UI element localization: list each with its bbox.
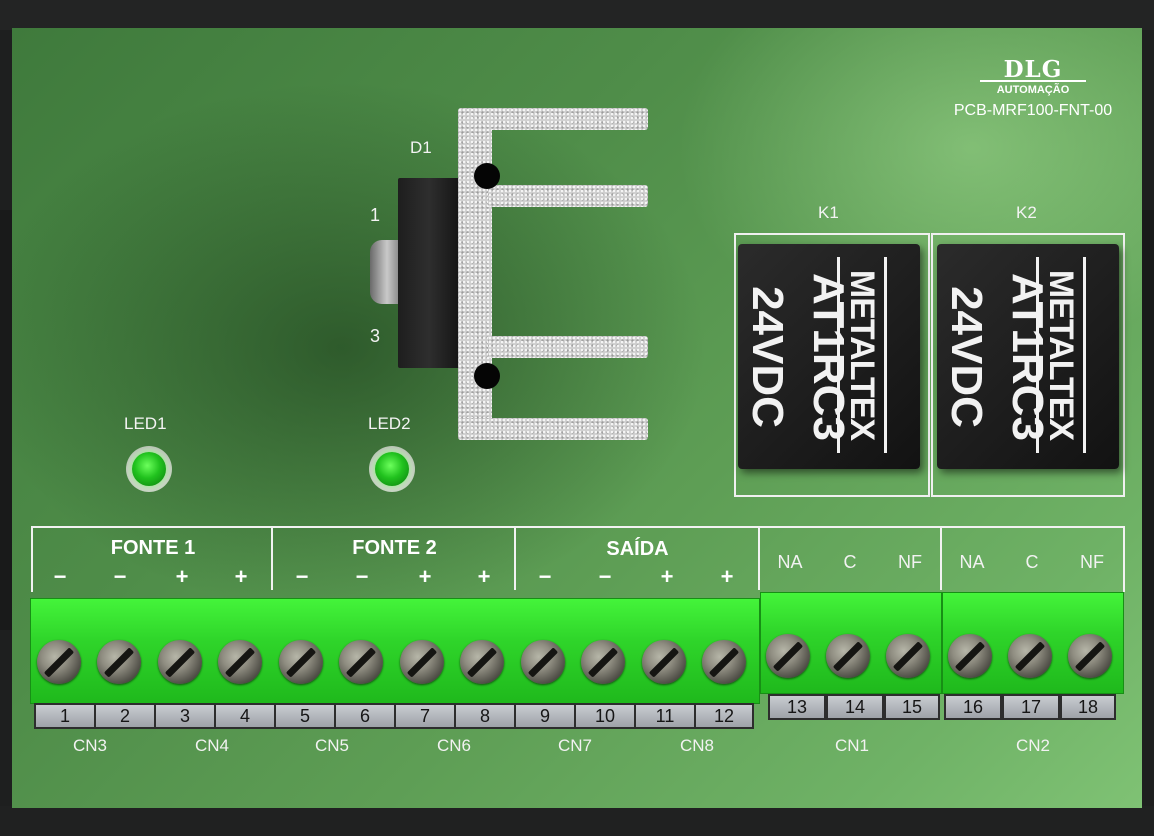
sign: − — [295, 564, 309, 589]
contact-label: NF — [898, 552, 922, 572]
sign: − — [113, 564, 127, 589]
relay-k2-voltage: 24VDC — [942, 286, 991, 428]
pin-number: 14 — [828, 696, 882, 718]
relay-k1-label: K1 — [818, 203, 839, 222]
relay-k2-label: K2 — [1016, 203, 1037, 222]
terminal-screw[interactable] — [37, 640, 81, 684]
connector-label: CN6 — [436, 736, 471, 755]
led2-indicator — [375, 452, 409, 486]
regulator-pin-1: 1 — [370, 205, 381, 225]
pin-number: 9 — [516, 705, 574, 727]
terminal-screw[interactable] — [886, 634, 930, 678]
enclosure-bottom — [0, 806, 1154, 836]
relay-k1-voltage: 24VDC — [743, 286, 792, 428]
terminal-screw[interactable] — [97, 640, 141, 684]
enclosure-top — [0, 0, 1154, 30]
relay-k1: 24VDC AT1RC3 METALTEX — [738, 244, 920, 469]
pin-number: 13 — [770, 696, 824, 718]
connector-label: CN5 — [314, 736, 349, 755]
sign: + — [477, 564, 491, 589]
pin-number: 12 — [696, 705, 752, 727]
led1-label: LED1 — [124, 414, 167, 433]
terminal-screw[interactable] — [642, 640, 686, 684]
sign: − — [53, 564, 67, 589]
brand-subtitle: AUTOMAÇÃO — [996, 84, 1070, 96]
pin-number: 15 — [886, 696, 938, 718]
sign: − — [598, 564, 612, 589]
sign: + — [418, 564, 432, 589]
terminal-screw[interactable] — [766, 634, 810, 678]
terminal-screw[interactable] — [521, 640, 565, 684]
pin-number: 5 — [276, 705, 334, 727]
contact-label: C — [1025, 552, 1039, 572]
regulator-body — [398, 178, 460, 368]
sign: + — [720, 564, 734, 589]
pin-number: 6 — [336, 705, 394, 727]
contact-label: NA — [777, 552, 803, 572]
mounting-hole — [474, 363, 500, 389]
pin-number: 16 — [946, 696, 1000, 718]
terminal-screw[interactable] — [279, 640, 323, 684]
pin-number: 3 — [156, 705, 214, 727]
pin-number: 2 — [96, 705, 154, 727]
sign: − — [538, 564, 552, 589]
regulator-label: D1 — [410, 138, 432, 157]
section-saida-title: SAÍDA — [606, 538, 669, 560]
terminal-screw[interactable] — [826, 634, 870, 678]
relay-k2-footprint — [931, 233, 1125, 497]
terminal-block-supply — [30, 598, 760, 704]
terminal-screw[interactable] — [581, 640, 625, 684]
pin-number: 11 — [636, 705, 694, 727]
pin-number: 17 — [1004, 696, 1058, 718]
pin-number: 7 — [396, 705, 454, 727]
pin-number: 1 — [36, 705, 94, 727]
relay-k1-brand: METALTEX — [837, 257, 887, 453]
terminal-screw[interactable] — [702, 640, 746, 684]
relay-k1-footprint — [734, 233, 930, 497]
section-fonte2-title: FONTE 2 — [352, 537, 437, 559]
pin-number: 4 — [216, 705, 274, 727]
terminal-label-frame — [31, 526, 1125, 592]
connector-label: CN1 — [834, 736, 869, 755]
pin-number: 18 — [1062, 696, 1114, 718]
terminal-screw[interactable] — [1008, 634, 1052, 678]
brand-logo: DLG — [1003, 56, 1063, 83]
logo-underline — [980, 80, 1086, 82]
section-fonte1-title: FONTE 1 — [110, 537, 196, 559]
connector-label: CN2 — [1015, 736, 1050, 755]
sign: − — [355, 564, 369, 589]
led1-indicator — [132, 452, 166, 486]
terminal-screw[interactable] — [339, 640, 383, 684]
relay-k2: 24VDC AT1RC3 METALTEX — [937, 244, 1119, 469]
contact-label: NF — [1080, 552, 1104, 572]
terminal-screw[interactable] — [158, 640, 202, 684]
contact-label: NA — [959, 552, 985, 572]
board-code: PCB-MRF100-FNT-00 — [953, 102, 1113, 119]
terminal-screw[interactable] — [948, 634, 992, 678]
connector-label: CN4 — [194, 736, 229, 755]
pin-number: 10 — [576, 705, 634, 727]
terminal-screw[interactable] — [1068, 634, 1112, 678]
connector-label: CN3 — [72, 736, 107, 755]
pin-strip-supply — [34, 703, 754, 729]
relay-k2-brand: METALTEX — [1036, 257, 1086, 453]
connector-label: CN8 — [679, 736, 714, 755]
led2-label: LED2 — [368, 414, 411, 433]
sign: + — [175, 564, 189, 589]
sign: + — [234, 564, 248, 589]
contact-label: C — [843, 552, 857, 572]
terminal-screw[interactable] — [400, 640, 444, 684]
terminal-screw[interactable] — [460, 640, 504, 684]
regulator-pin-3: 3 — [370, 326, 381, 346]
mounting-hole — [474, 163, 500, 189]
pin-number: 8 — [456, 705, 514, 727]
sign: + — [660, 564, 674, 589]
terminal-screw[interactable] — [218, 640, 262, 684]
connector-label: CN7 — [557, 736, 592, 755]
